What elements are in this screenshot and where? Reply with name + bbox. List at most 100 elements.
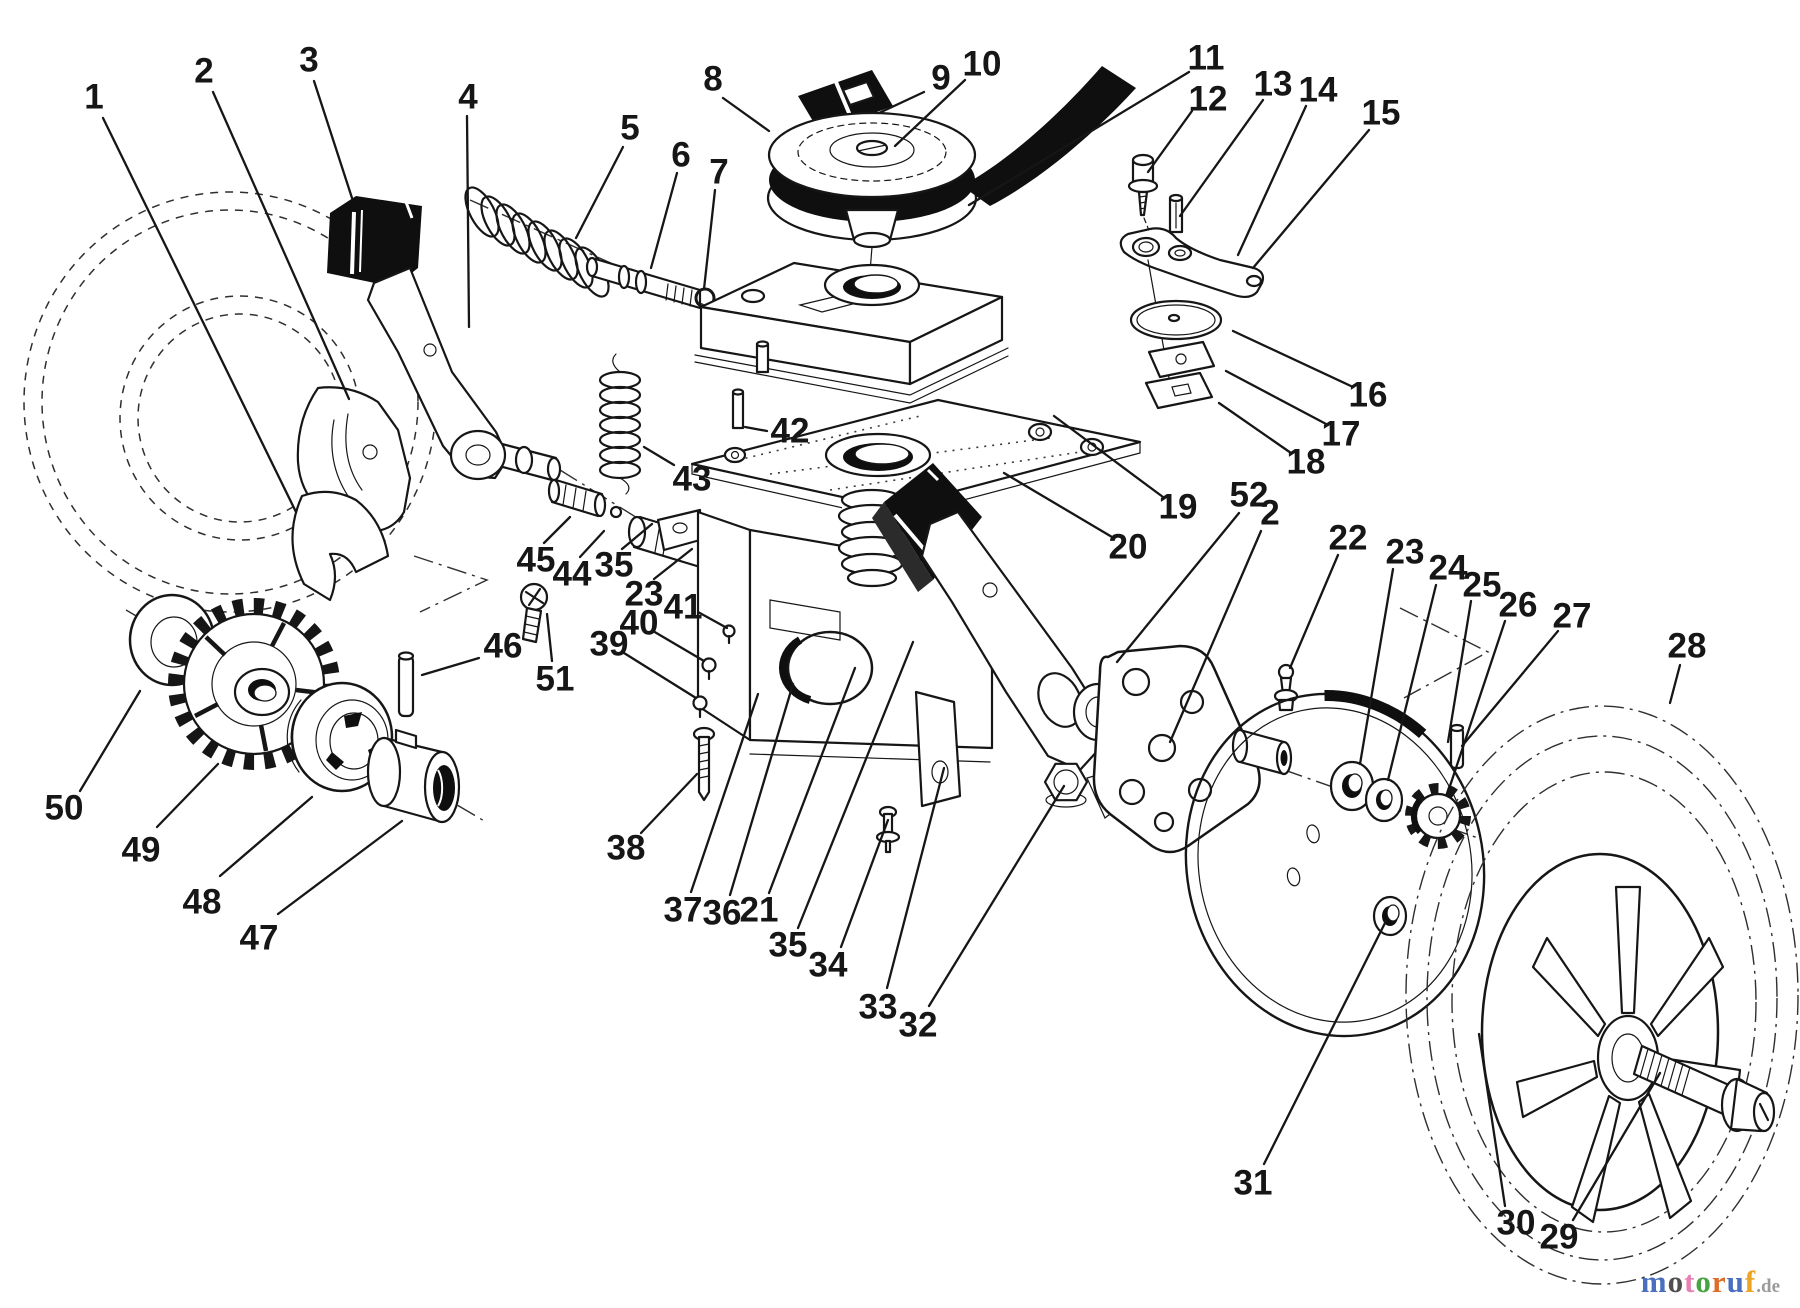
part-label-28-51: 28 bbox=[1668, 627, 1707, 666]
part-label-51-30: 51 bbox=[536, 660, 575, 699]
part-label-9-8: 9 bbox=[931, 59, 950, 98]
leader-line-46-29 bbox=[420, 656, 481, 677]
leader-line-38-35 bbox=[639, 772, 699, 835]
part-label-2-44: 2 bbox=[1260, 494, 1279, 533]
part-label-36-37: 36 bbox=[703, 894, 742, 933]
friction-pad-lower bbox=[1144, 371, 1214, 410]
leader-line-19-18 bbox=[1052, 414, 1165, 499]
watermark-letter: m bbox=[1640, 1264, 1668, 1299]
pinion-gear-26 bbox=[1405, 783, 1471, 849]
leader-line-44-23 bbox=[578, 529, 606, 559]
leader-line-41-26 bbox=[696, 610, 729, 630]
leader-line-31-52 bbox=[1262, 919, 1388, 1166]
leader-line-35-39 bbox=[796, 640, 915, 930]
part-label-17-16: 17 bbox=[1322, 415, 1361, 454]
part-label-32-42: 32 bbox=[899, 1006, 938, 1045]
part-label-6-5: 6 bbox=[671, 136, 690, 175]
pivot-arm-left bbox=[366, 266, 562, 482]
lock-nut-32 bbox=[1043, 762, 1089, 808]
part-label-18-17: 18 bbox=[1287, 443, 1326, 482]
part-label-7-6: 7 bbox=[709, 153, 728, 192]
part-label-44-23: 44 bbox=[553, 555, 592, 594]
part-label-19-18: 19 bbox=[1159, 488, 1198, 527]
watermark-letter: f bbox=[1744, 1264, 1757, 1299]
leader-line-27-50 bbox=[1460, 629, 1560, 748]
part-label-39-28: 39 bbox=[590, 625, 629, 664]
leader-line-23-25 bbox=[652, 547, 694, 581]
part-label-30-53: 30 bbox=[1497, 1204, 1536, 1243]
return-spring bbox=[598, 353, 642, 495]
part-label-31-52: 31 bbox=[1234, 1164, 1273, 1203]
leader-line-1-0 bbox=[101, 116, 298, 514]
leader-line-13-12 bbox=[1178, 98, 1265, 218]
hub-washer-24 bbox=[1364, 777, 1404, 823]
part-label-37-36: 37 bbox=[664, 891, 703, 930]
leader-line-21-38 bbox=[767, 666, 857, 895]
leader-line-2-44 bbox=[1168, 529, 1263, 744]
part-label-48-33: 48 bbox=[183, 883, 222, 922]
part-label-20-19: 20 bbox=[1109, 528, 1148, 567]
leader-line-48-33 bbox=[218, 795, 314, 878]
part-label-4-3: 4 bbox=[458, 78, 478, 117]
leader-line-24-47 bbox=[1386, 583, 1438, 782]
part-label-14-13: 14 bbox=[1299, 71, 1338, 110]
part-label-29-54: 29 bbox=[1540, 1218, 1579, 1257]
leader-line-52-43 bbox=[1115, 511, 1241, 664]
watermark-logo[interactable]: motoruf.de bbox=[1641, 1264, 1780, 1300]
leader-line-9-8 bbox=[877, 90, 926, 115]
leader-line-29-54 bbox=[1571, 1071, 1662, 1222]
part-label-40-27: 40 bbox=[620, 604, 659, 643]
shift-fork bbox=[291, 490, 390, 602]
flat-washer-31 bbox=[1372, 895, 1408, 937]
set-screw-39 bbox=[692, 695, 708, 719]
part-label-50-31: 50 bbox=[45, 789, 84, 828]
leader-line-14-13 bbox=[1236, 104, 1308, 257]
part-label-47-34: 47 bbox=[240, 919, 279, 958]
watermark-letter: o bbox=[1667, 1264, 1685, 1299]
leader-line-7-6 bbox=[702, 188, 717, 291]
part-label-11-10: 11 bbox=[1188, 39, 1225, 78]
part-label-24-47: 24 bbox=[1429, 549, 1468, 588]
dust-cover-disc bbox=[1184, 689, 1486, 1038]
wheel-coupler-47 bbox=[366, 728, 461, 824]
part-label-1-0: 1 bbox=[84, 78, 103, 117]
part-label-45-22: 45 bbox=[517, 541, 556, 580]
leader-line-43-21 bbox=[642, 445, 676, 467]
leader-line-23-46 bbox=[1358, 567, 1395, 766]
part-label-22-45: 22 bbox=[1329, 519, 1368, 558]
part-label-15-14: 15 bbox=[1362, 94, 1401, 133]
leader-line-6-5 bbox=[649, 171, 679, 270]
leader-line-2-1 bbox=[211, 90, 351, 401]
part-label-23-46: 23 bbox=[1386, 533, 1425, 572]
leader-line-18-17 bbox=[1217, 401, 1293, 455]
part-label-35-39: 35 bbox=[769, 926, 808, 965]
pan-screw-51 bbox=[519, 582, 549, 644]
watermark-letter: u bbox=[1726, 1264, 1745, 1299]
axle-bolt-29 bbox=[1632, 1044, 1776, 1133]
part-label-43-21: 43 bbox=[673, 460, 712, 499]
leader-line-51-30 bbox=[545, 612, 554, 663]
part-label-16-15: 16 bbox=[1349, 376, 1388, 415]
leader-line-8-7 bbox=[721, 96, 771, 133]
leader-line-30-53 bbox=[1477, 1032, 1507, 1208]
leader-line-16-15 bbox=[1231, 329, 1355, 389]
leader-line-32-42 bbox=[927, 784, 1066, 1008]
leader-line-45-22 bbox=[542, 515, 572, 545]
part-label-52-43: 52 bbox=[1230, 476, 1269, 515]
leader-line-11-10 bbox=[967, 70, 1191, 207]
leader-line-10-9 bbox=[893, 78, 967, 148]
watermark-letter: r bbox=[1711, 1264, 1727, 1299]
part-label-25-48: 25 bbox=[1463, 566, 1502, 605]
leader-lines bbox=[78, 70, 1682, 1222]
clutch-dog-48 bbox=[286, 681, 394, 793]
pivot-pin bbox=[1168, 193, 1184, 234]
leader-line-33-41 bbox=[885, 766, 946, 990]
part-label-34-40: 34 bbox=[809, 946, 848, 985]
roll-pin-46 bbox=[397, 651, 415, 718]
part-label-46-29: 46 bbox=[484, 627, 523, 666]
hex-screw-38 bbox=[692, 726, 716, 802]
leader-line-15-14 bbox=[1251, 128, 1371, 270]
axle-bracket bbox=[1086, 644, 1261, 854]
